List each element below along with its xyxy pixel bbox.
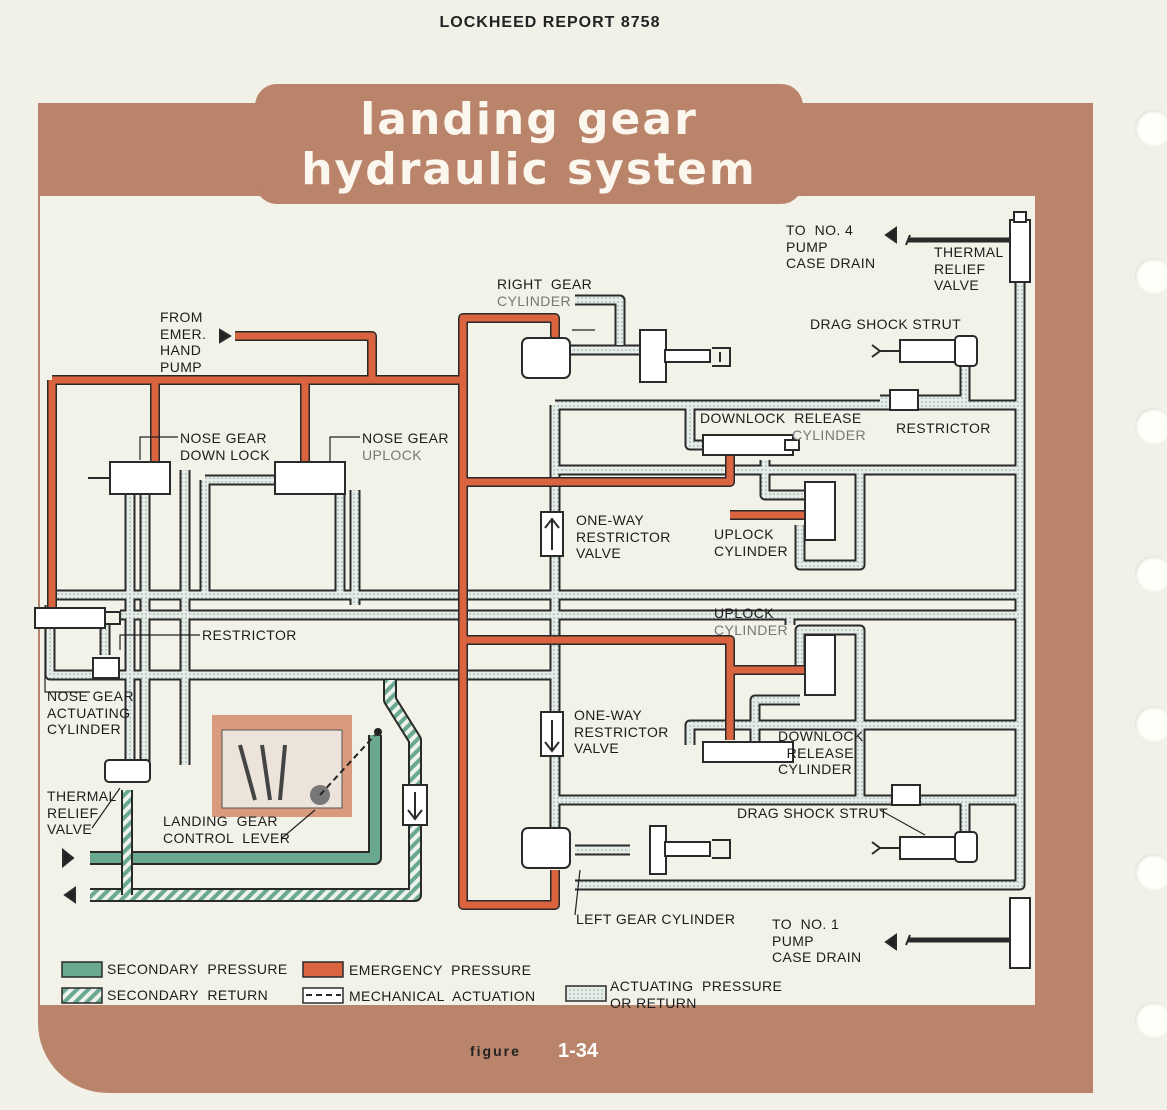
label-nose-gear-down-lock: NOSE GEAR DOWN LOCK xyxy=(180,430,270,463)
label-downlock-release-bottom: DOWNLOCK RELEASE CYLINDER xyxy=(778,728,864,777)
title-line-2: hydraulic system xyxy=(301,144,757,195)
drag-shock-strut-top xyxy=(899,339,961,363)
title-line-1: landing gear xyxy=(360,94,698,145)
restrictor-right xyxy=(889,389,919,411)
label-right-gear-cylinder: CYLINDER xyxy=(497,293,571,309)
legend-swatch-emergency-pressure xyxy=(302,961,344,978)
label-right-gear: RIGHT GEAR xyxy=(497,276,593,292)
uplock-cylinder-top xyxy=(804,481,836,541)
label-restrictor-left: RESTRICTOR xyxy=(202,627,297,643)
thermal-relief-valve-bottom xyxy=(1009,897,1031,969)
nose-gear-down-lock xyxy=(109,461,171,495)
label-nose-gear-uplock-2: UPLOCK xyxy=(362,447,422,463)
downlock-release-cylinder-bottom xyxy=(702,741,794,763)
binder-hole xyxy=(1135,1002,1167,1038)
landing-gear-lever-inset xyxy=(212,715,382,817)
title-banner: landing gear hydraulic system xyxy=(255,84,803,204)
label-restrictor-right: RESTRICTOR xyxy=(896,420,991,436)
label-uplock-cylinder-bottom-2: CYLINDER xyxy=(714,622,788,638)
left-gear-cylinder xyxy=(521,827,571,869)
legend-secondary-return: SECONDARY RETURN xyxy=(107,987,269,1003)
report-header: LOCKHEED REPORT 8758 xyxy=(439,14,661,31)
label-oneway-top: ONE-WAY RESTRICTOR VALVE xyxy=(576,512,671,561)
thermal-relief-valve-top xyxy=(1009,219,1031,283)
binder-hole xyxy=(1135,110,1167,146)
label-uplock-cylinder-bottom: UPLOCK xyxy=(714,605,774,621)
components xyxy=(34,211,1031,969)
label-left-gear-cylinder: LEFT GEAR CYLINDER xyxy=(576,911,736,927)
label-downlock-release-top-cyl: CYLINDER xyxy=(792,427,866,443)
restrictor-left xyxy=(92,657,120,679)
downlock-release-cylinder-top xyxy=(702,434,794,456)
legend-swatches xyxy=(61,961,607,1004)
label-downlock-release-top: DOWNLOCK RELEASE xyxy=(700,410,862,426)
legend-secondary-pressure: SECONDARY PRESSURE xyxy=(107,961,288,977)
label-oneway-bottom: ONE-WAY RESTRICTOR VALVE xyxy=(574,707,669,756)
label-drag-shock-bottom: DRAG SHOCK STRUT xyxy=(737,805,889,821)
drag-shock-strut-bottom xyxy=(899,836,961,860)
figure-number: 1-34 xyxy=(535,1036,621,1066)
label-thermal-relief-left: THERMAL RELIEF VALVE xyxy=(47,788,117,837)
legend-swatch-secondary-return xyxy=(61,987,103,1004)
legend-mechanical-actuation: MECHANICAL ACTUATION xyxy=(349,988,536,1004)
legend-actuating: ACTUATING PRESSURE OR RETURN xyxy=(610,978,783,1011)
legend-swatch-mechanical-actuation xyxy=(302,987,344,1004)
thermal-relief-valve-left xyxy=(104,759,151,783)
label-from-emer-pump: FROM EMER. HAND PUMP xyxy=(160,309,207,375)
label-nose-gear-actuating: NOSE GEAR ACTUATING CYLINDER xyxy=(47,688,134,737)
nose-gear-actuating-cylinder xyxy=(34,607,106,629)
nose-gear-uplock xyxy=(274,461,346,495)
leader-lines xyxy=(44,329,926,916)
label-drag-shock-top: DRAG SHOCK STRUT xyxy=(810,316,962,332)
label-landing-gear-lever: LANDING GEAR CONTROL LEVER xyxy=(163,813,291,846)
binder-hole xyxy=(1135,706,1167,742)
label-to-no4-drain: TO NO. 4 PUMP CASE DRAIN xyxy=(786,222,876,271)
legend-emergency-pressure: EMERGENCY PRESSURE xyxy=(349,962,532,978)
label-thermal-relief-top: THERMAL RELIEF VALVE xyxy=(934,244,1004,293)
emergency-lines xyxy=(47,313,805,910)
legend-swatch-actuating xyxy=(565,985,607,1002)
binder-hole xyxy=(1135,854,1167,890)
binder-hole xyxy=(1135,556,1167,592)
secondary-lines xyxy=(90,680,422,902)
label-nose-gear-uplock: NOSE GEAR xyxy=(362,430,449,446)
right-gear-cylinder xyxy=(521,337,571,379)
figure-word: figure xyxy=(470,1043,521,1059)
uplock-cylinder-bottom xyxy=(804,634,836,696)
label-to-no1-drain: TO NO. 1 PUMP CASE DRAIN xyxy=(772,916,862,965)
label-uplock-cylinder-top: UPLOCK CYLINDER xyxy=(714,526,788,559)
legend-swatch-secondary-pressure xyxy=(61,961,103,978)
binder-hole xyxy=(1135,258,1167,294)
binder-hole xyxy=(1135,408,1167,444)
